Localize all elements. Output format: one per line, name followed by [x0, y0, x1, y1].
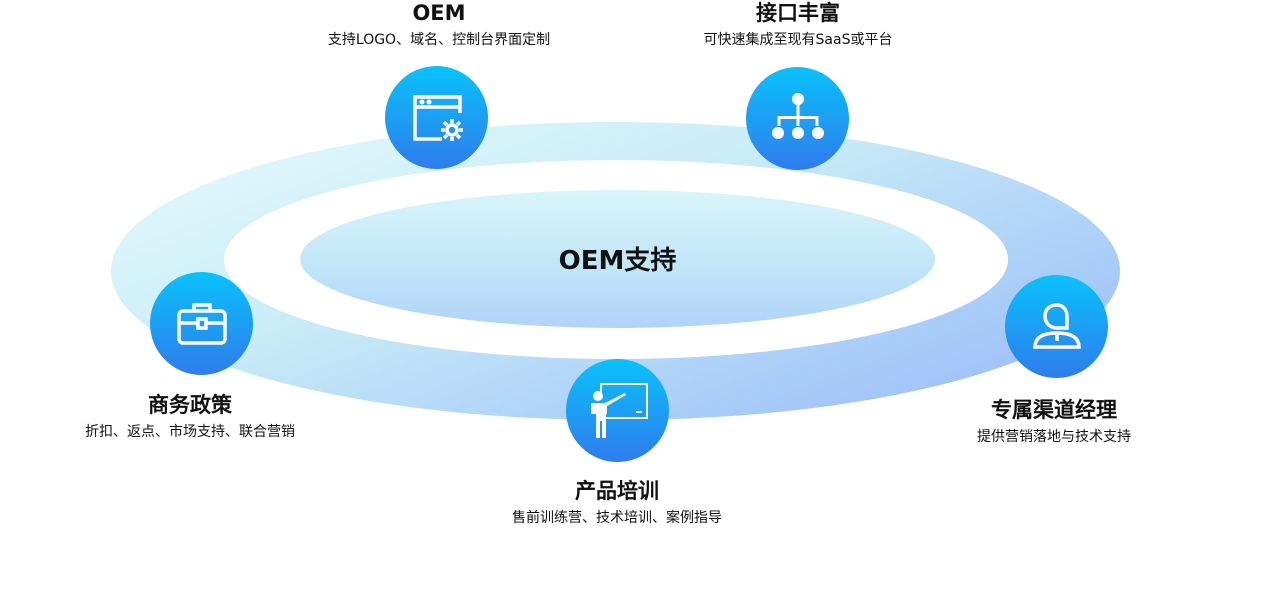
feature-title: 专属渠道经理: [991, 398, 1117, 422]
feature-subtitle: 提供营销落地与技术支持: [977, 429, 1131, 445]
feature-channel-manager: 专属渠道经理 提供营销落地与技术支持: [894, 397, 1214, 448]
briefcase-icon: [150, 272, 253, 375]
teacher-icon: [566, 359, 669, 462]
feature-subtitle: 折扣、返点、市场支持、联合营销: [85, 424, 295, 440]
feature-training: 产品培训 售前训练营、技术培训、案例指导: [457, 478, 777, 529]
feature-api: 接口丰富 可快速集成至现有SaaS或平台: [638, 0, 958, 51]
feature-subtitle: 支持LOGO、域名、控制台界面定制: [327, 32, 551, 48]
center-title: OEM支持: [558, 246, 677, 276]
feature-subtitle: 可快速集成至现有SaaS或平台: [703, 32, 893, 48]
feature-title: OEM: [412, 1, 466, 25]
feature-subtitle: 售前训练营、技术培训、案例指导: [512, 510, 722, 526]
hierarchy-icon: [746, 67, 849, 170]
feature-title: 产品培训: [575, 479, 659, 503]
inner-ellipse: [300, 190, 935, 328]
feature-title: 商务政策: [148, 393, 232, 417]
feature-title: 接口丰富: [756, 1, 840, 25]
user-icon: [1005, 275, 1108, 378]
feature-business-policy: 商务政策 折扣、返点、市场支持、联合营销: [30, 392, 350, 443]
window-gear-icon: [385, 66, 488, 169]
feature-oem: OEM 支持LOGO、域名、控制台界面定制: [279, 0, 599, 51]
